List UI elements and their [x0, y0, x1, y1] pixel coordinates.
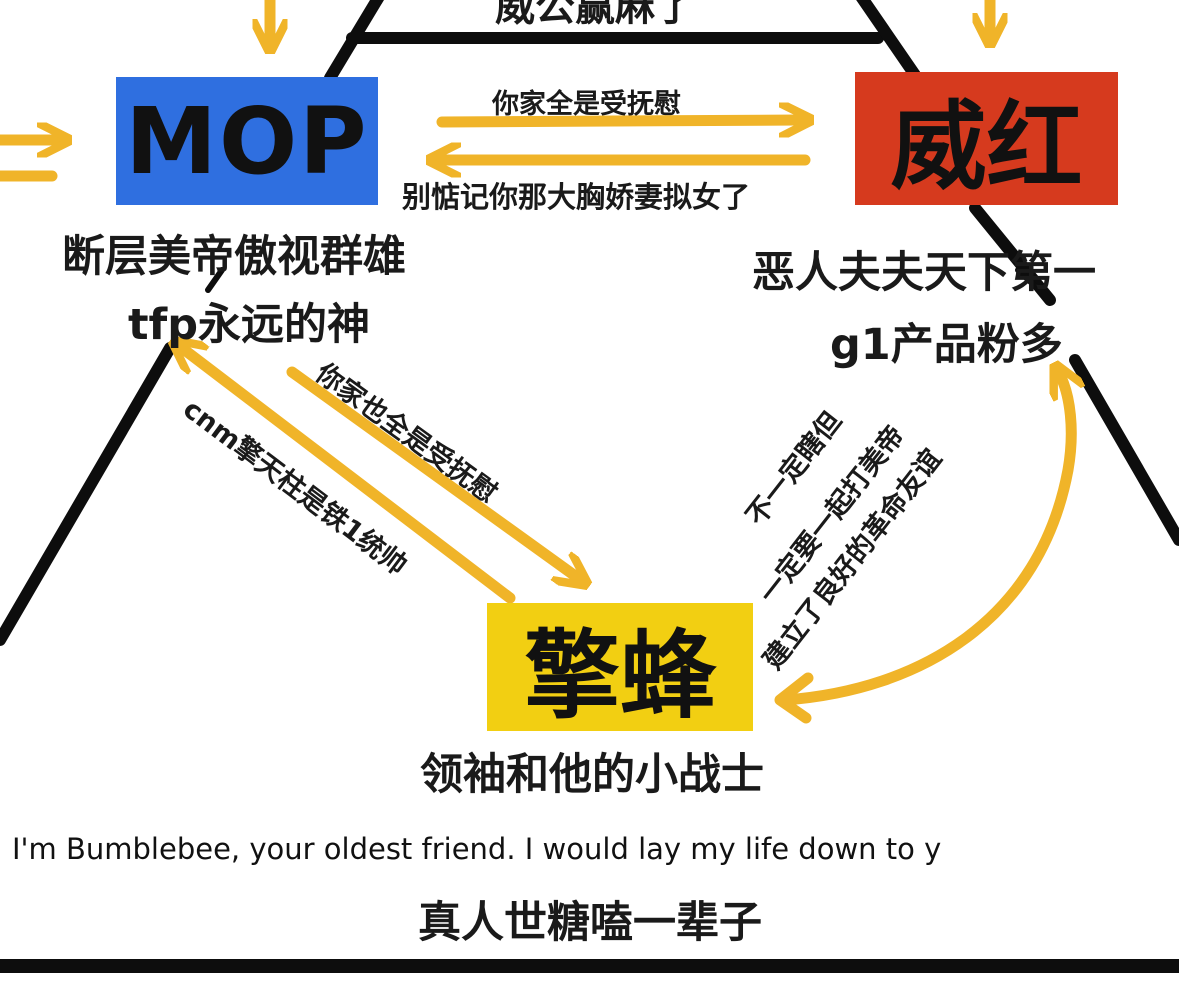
- pyramid-frame: [0, 0, 1179, 973]
- weihong-description-line2: g1产品粉多: [830, 320, 1063, 370]
- node-qingfeng: 擎蜂: [487, 603, 753, 732]
- arrow-qingfeng-weihong-curve: [779, 375, 1071, 706]
- arrow-mop-to-qingfeng: [286, 366, 578, 578]
- edge-label-weihong-to-mop: 别惦记你那大胸娇妻拟女了: [402, 180, 751, 214]
- bottom-caption: 真人世糖嗑一辈子: [418, 898, 762, 948]
- weihong-description-line1: 恶人夫夫天下第一: [752, 248, 1096, 298]
- frame-right-lower: [1069, 354, 1179, 546]
- arrow-qingfeng-to-mop: [182, 348, 516, 604]
- bumblebee-quote: I'm Bumblebee, your oldest friend. I wou…: [12, 832, 942, 866]
- frame-right-upper: [856, 0, 921, 81]
- arrow-curve-head-qingfeng: [774, 672, 814, 724]
- qingfeng-description: 领袖和他的小战士: [420, 750, 764, 800]
- top-caption: 威公赢麻了: [495, 0, 695, 30]
- mop-connector-stroke: [205, 267, 225, 293]
- frame-left-lower: [0, 342, 176, 646]
- weihong-connector-stroke: [1015, 267, 1053, 303]
- arrow-mop-to-weihong: [436, 120, 800, 122]
- mop-description-line2: tfp永远的神: [128, 300, 371, 350]
- mop-description-line1: 断层美帝傲视群雄: [62, 232, 406, 282]
- node-mop: MOP: [116, 77, 378, 205]
- edge-label-mop-to-weihong: 你家全是受抚慰: [492, 89, 681, 120]
- node-weihong: 威红: [855, 72, 1118, 205]
